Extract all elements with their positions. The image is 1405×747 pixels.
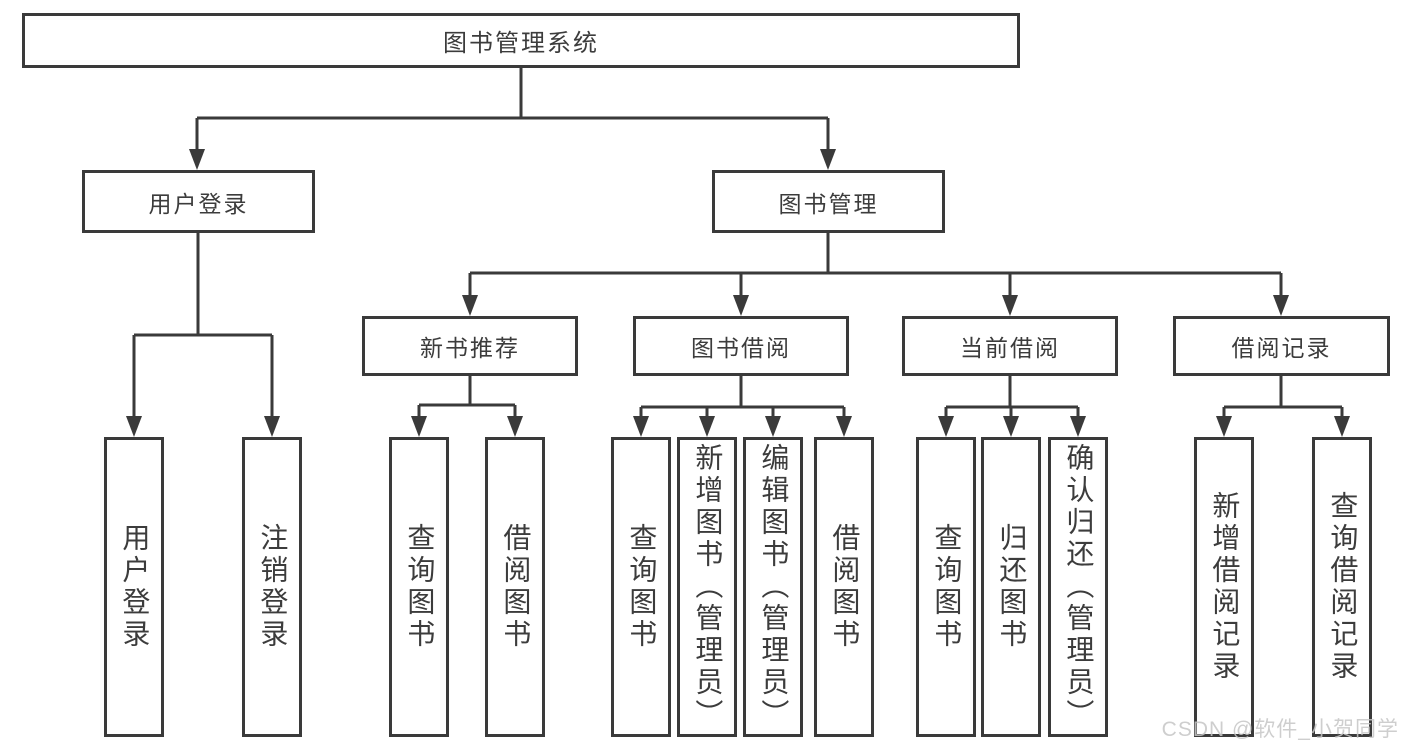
leaf-add-borrow-record: 新增借阅记录: [1194, 437, 1254, 737]
arrowhead-icon: [1070, 416, 1086, 437]
node-label: 图书借阅: [691, 335, 791, 361]
leaf-query-borrow-record: 查询借阅记录: [1312, 437, 1372, 737]
leaf-query-books-3: 查询图书: [916, 437, 976, 737]
node-label: 当前借阅: [960, 335, 1060, 361]
leaf-logout: 注销登录: [242, 437, 302, 737]
arrowhead-icon: [633, 416, 649, 437]
arrowhead-icon: [507, 416, 523, 437]
leaf-user-login: 用户登录: [104, 437, 164, 737]
arrowhead-icon: [836, 416, 852, 437]
arrowhead-icon: [189, 149, 205, 170]
arrowhead-icon: [126, 416, 142, 437]
leaf-borrow-books-1: 借阅图书: [485, 437, 545, 737]
arrowhead-icon: [1003, 416, 1019, 437]
arrowhead-icon: [411, 416, 427, 437]
node-label: 确认归还（管理员）: [1063, 443, 1095, 731]
node-book-management: 图书管理: [712, 170, 945, 233]
arrowhead-icon: [699, 416, 715, 437]
node-label: 查询借阅记录: [1327, 491, 1359, 683]
arrowhead-icon: [1216, 416, 1232, 437]
leaf-return-books: 归还图书: [981, 437, 1041, 737]
node-label: 借阅图书: [829, 523, 861, 651]
node-label: 查询图书: [931, 523, 963, 651]
arrowhead-icon: [1002, 295, 1018, 316]
node-label: 借阅记录: [1231, 335, 1332, 361]
node-label: 新增借阅记录: [1209, 491, 1241, 683]
leaf-add-books-admin: 新增图书（管理员）: [677, 437, 737, 737]
node-label: 用户登录: [119, 523, 151, 651]
arrowhead-icon: [820, 149, 836, 170]
leaf-borrow-books-2: 借阅图书: [814, 437, 874, 737]
node-label: 图书管理系统: [443, 30, 599, 57]
node-label: 借阅图书: [500, 523, 532, 651]
arrowhead-icon: [462, 295, 478, 316]
node-label: 编辑图书（管理员）: [758, 443, 790, 731]
node-label: 注销登录: [257, 523, 289, 651]
node-label: 新增图书（管理员）: [692, 443, 724, 731]
node-label: 归还图书: [996, 523, 1028, 651]
leaf-query-books-2: 查询图书: [611, 437, 671, 737]
node-label: 图书管理: [778, 190, 879, 217]
node-current-borrowing: 当前借阅: [902, 316, 1118, 376]
arrowhead-icon: [1273, 295, 1289, 316]
leaf-confirm-return-admin: 确认归还（管理员）: [1048, 437, 1108, 737]
arrowhead-icon: [938, 416, 954, 437]
arrowhead-icon: [733, 295, 749, 316]
node-label: 查询图书: [626, 523, 658, 651]
leaf-query-books-1: 查询图书: [389, 437, 449, 737]
leaf-edit-books-admin: 编辑图书（管理员）: [743, 437, 803, 737]
node-label: 用户登录: [148, 190, 249, 217]
node-label: 新书推荐: [420, 335, 520, 361]
node-user-login: 用户登录: [82, 170, 315, 233]
node-label: 查询图书: [404, 523, 436, 651]
arrowhead-icon: [765, 416, 781, 437]
arrowhead-icon: [1334, 416, 1350, 437]
node-borrowing-records: 借阅记录: [1173, 316, 1390, 376]
connector-path: [132, 68, 1344, 419]
node-book-borrowing: 图书借阅: [633, 316, 849, 376]
node-library-management-system: 图书管理系统: [22, 13, 1020, 68]
csdn-watermark: CSDN @软件_小贺同学: [1161, 718, 1399, 741]
node-new-book-recommendation: 新书推荐: [362, 316, 578, 376]
arrowhead-icon: [264, 416, 280, 437]
